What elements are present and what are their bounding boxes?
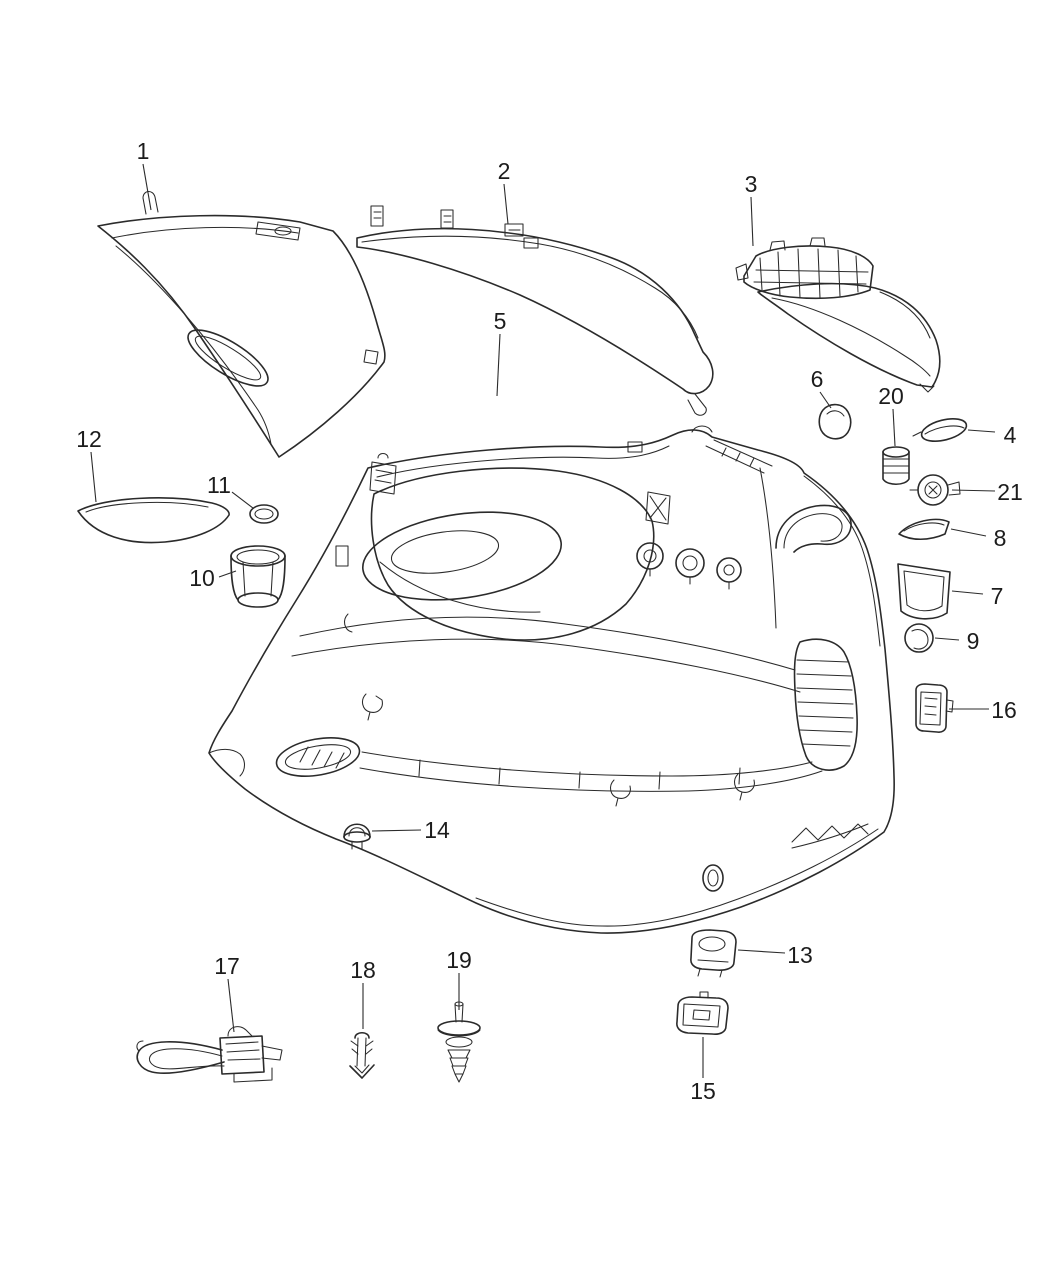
- part-7-storage-bin: [897, 563, 951, 620]
- callout-label-21: 21: [997, 479, 1023, 505]
- callout-leader-17: [227, 978, 235, 1033]
- callout-leader-7: [951, 590, 984, 595]
- part-2-pillar-trim: [356, 205, 714, 416]
- part-16-switch: [915, 683, 954, 733]
- callout-leader-20: [892, 408, 896, 447]
- callout-label-17: 17: [214, 953, 240, 979]
- part-8-trim-strip-small: [898, 518, 950, 541]
- callout-label-1: 1: [137, 138, 150, 164]
- callout-leader-2: [503, 183, 509, 225]
- callout-leader-11: [231, 491, 254, 509]
- part-21-socket: [909, 474, 961, 506]
- part-12-trim-strip: [77, 497, 230, 544]
- part-14-dome-clip: [343, 823, 371, 850]
- callout-label-15: 15: [690, 1078, 716, 1104]
- part-20-power-outlet: [882, 446, 910, 486]
- callout-leader-3: [750, 196, 754, 247]
- callout-label-12: 12: [76, 426, 102, 452]
- callout-leader-9: [934, 637, 960, 641]
- callout-label-18: 18: [350, 957, 376, 983]
- callout-label-5: 5: [494, 308, 507, 334]
- callout-label-20: 20: [878, 383, 904, 409]
- part-10-cup-holder: [230, 545, 286, 608]
- callout-label-8: 8: [994, 525, 1007, 551]
- callout-label-14: 14: [424, 817, 450, 843]
- part-13-hook-latch: [690, 929, 737, 978]
- callout-label-4: 4: [1004, 422, 1017, 448]
- part-6-cap: [818, 403, 852, 440]
- part-11-retainer-ring: [249, 504, 279, 524]
- callout-label-16: 16: [991, 697, 1017, 723]
- callout-leader-6: [819, 391, 832, 409]
- callout-label-13: 13: [787, 942, 813, 968]
- callout-label-6: 6: [811, 366, 824, 392]
- part-5-quarter-trim-panel: [208, 425, 895, 934]
- part-4-trim-pod: [912, 418, 968, 442]
- callout-leader-1: [142, 163, 152, 211]
- callout-leader-21: [951, 489, 996, 492]
- part-18-pin-clip: [349, 1031, 375, 1079]
- callout-leader-4: [967, 429, 996, 433]
- callout-leader-14: [371, 829, 422, 832]
- callout-label-10: 10: [189, 565, 215, 591]
- callout-leader-5: [496, 333, 501, 397]
- part-19-push-pin-rivet: [437, 1001, 481, 1083]
- part-17-wire-retainer-clip: [136, 1026, 283, 1083]
- callout-leader-13: [737, 949, 786, 954]
- callout-leader-12: [90, 451, 97, 503]
- part-9-plug: [904, 623, 934, 653]
- callout-leader-8: [950, 528, 987, 537]
- part-1-pillar-trim: [97, 190, 386, 458]
- callout-label-2: 2: [498, 158, 511, 184]
- callout-leader-10: [218, 570, 237, 578]
- callout-label-3: 3: [745, 171, 758, 197]
- callout-label-19: 19: [446, 947, 472, 973]
- part-3-pillar-trim: [735, 237, 941, 393]
- part-15-bracket: [676, 991, 729, 1035]
- callout-label-9: 9: [967, 628, 980, 654]
- callout-label-11: 11: [207, 472, 231, 498]
- callout-label-7: 7: [991, 583, 1004, 609]
